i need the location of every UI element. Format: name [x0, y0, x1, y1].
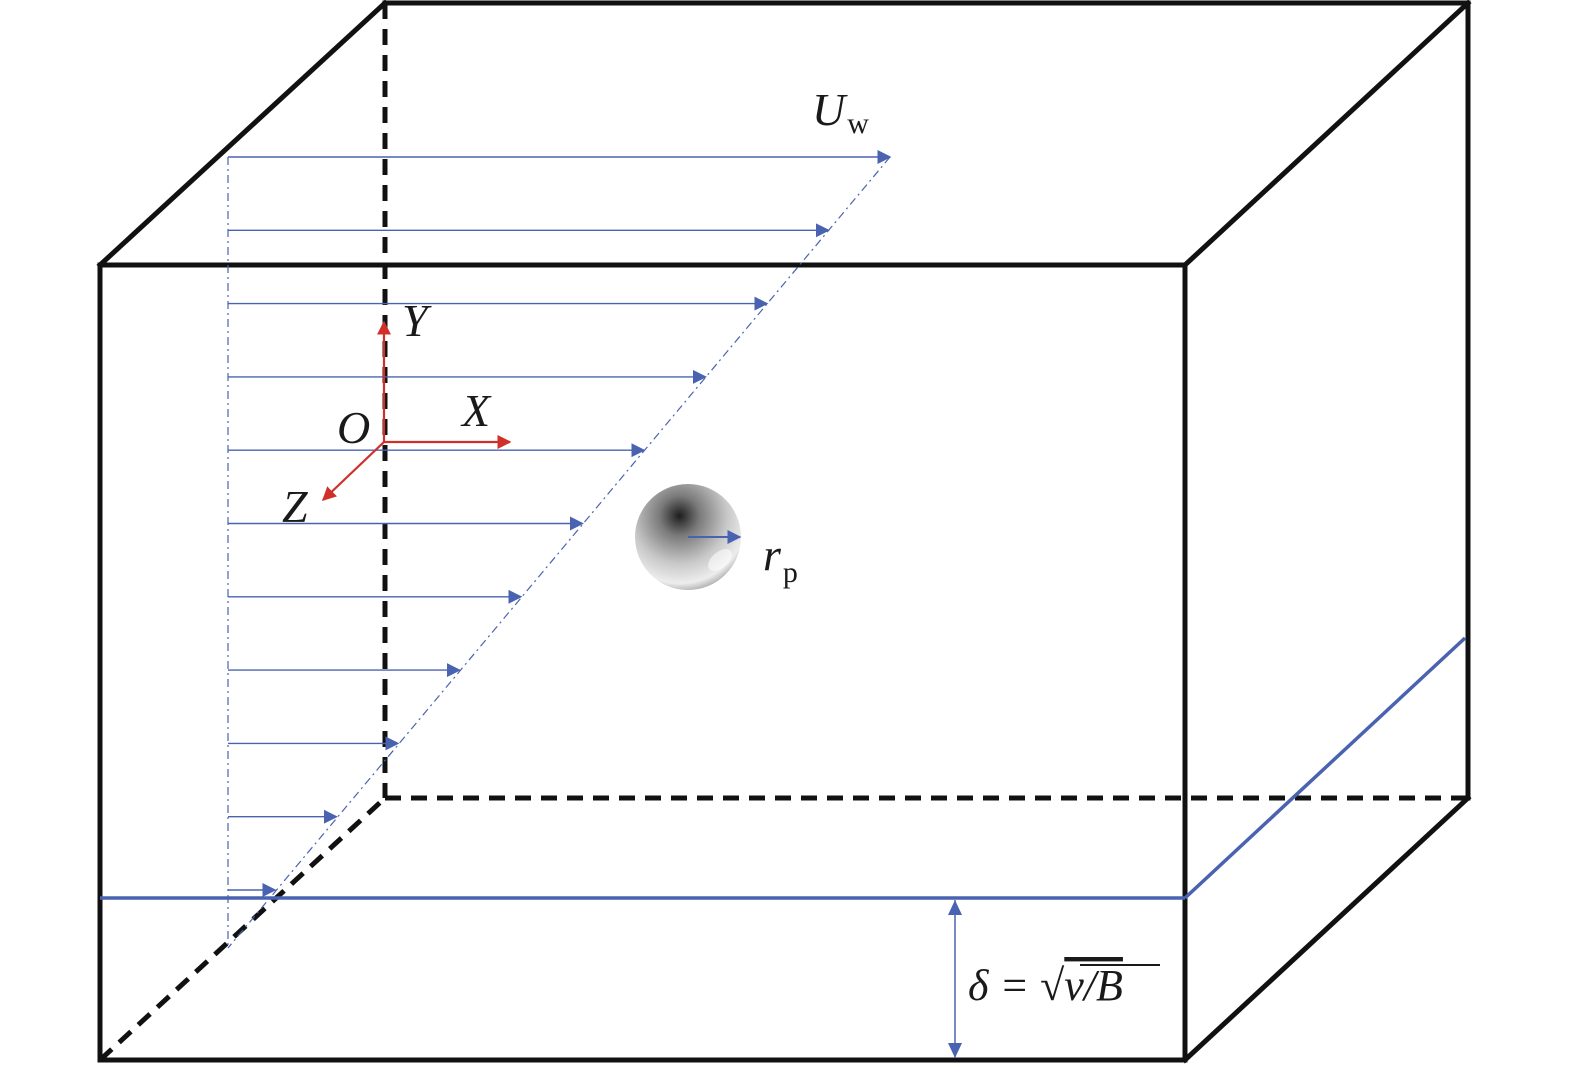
axis-y-label: Y — [402, 295, 432, 346]
boundary-layer-plane — [100, 636, 1467, 900]
axis-z-label: Z — [282, 481, 308, 532]
profile-arrows — [228, 150, 892, 897]
boundary-layer-thickness-dimension — [948, 900, 962, 1058]
wall-velocity-label: Uw — [812, 84, 869, 140]
particle-radius-label: rp — [763, 529, 798, 589]
box-solid-edges — [96, 0, 1472, 1064]
box-hidden-bottom-left-edge — [98, 796, 387, 1062]
delta-arrowhead-top — [948, 900, 962, 915]
axis-x-label: X — [460, 385, 492, 436]
origin-label: O — [337, 402, 370, 453]
box-top-right-edge — [1181, 0, 1472, 269]
profile-envelope-line — [227, 156, 891, 949]
delta-arrowhead-bottom — [948, 1043, 962, 1058]
boundary-layer-side-line — [1183, 636, 1467, 900]
boundary-layer-formula: δ = √ν/B — [968, 961, 1123, 1010]
particle-highlight — [708, 549, 732, 571]
coordinate-axes — [321, 320, 512, 501]
box-top-left-edge — [96, 0, 389, 269]
particle — [635, 484, 742, 590]
axis-z-arrow — [321, 441, 385, 501]
box-front-face — [97, 262, 1188, 1063]
box-bottom-right-edge — [1181, 794, 1472, 1064]
velocity-profile — [227, 150, 892, 949]
